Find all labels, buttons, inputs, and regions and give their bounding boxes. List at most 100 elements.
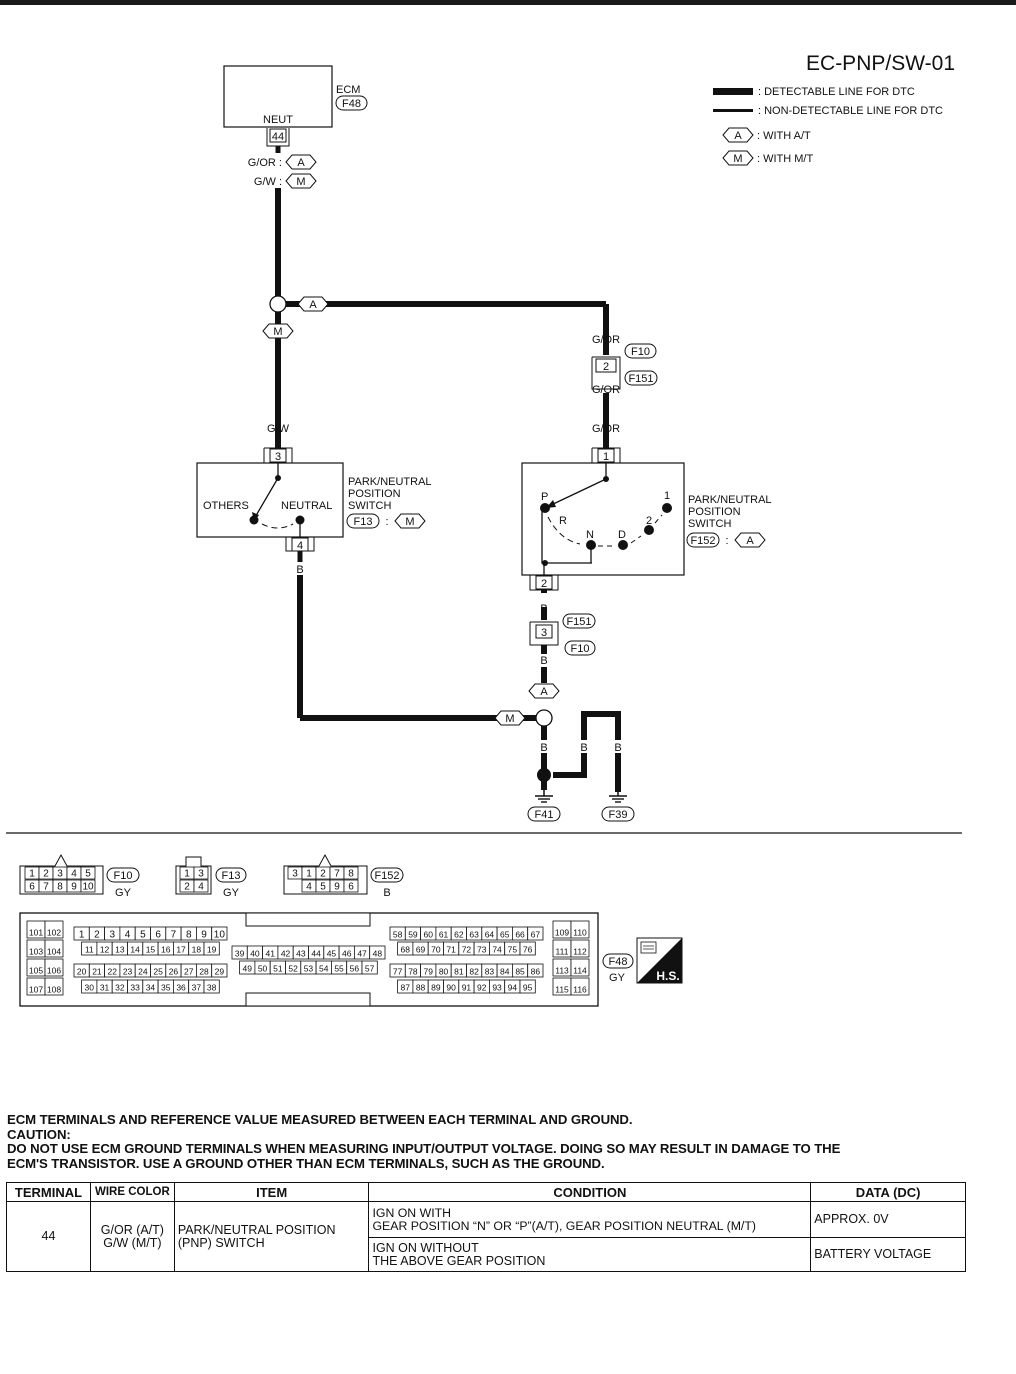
wire-color: G/OR [592, 384, 620, 396]
pin-number: 17 [176, 945, 186, 955]
pin-number: 82 [469, 967, 479, 977]
pin-number: 85 [515, 967, 525, 977]
mt-symbol: M [296, 176, 305, 188]
connector-f13: F13 [354, 516, 373, 528]
pin-number: 86 [531, 967, 541, 977]
switch-title: SWITCH [688, 518, 731, 530]
pin-cell [570, 920, 590, 939]
pin-number: 21 [92, 967, 102, 977]
ground-f41: F41 [527, 768, 561, 822]
legend-non-detectable: : NON-DETECTABLE LINE FOR DTC [758, 105, 943, 117]
header-wire-color: WIRE COLOR [89, 1182, 175, 1202]
pin-number: 27 [184, 967, 194, 977]
pin-number: 90 [446, 983, 456, 993]
wire-color: G/W [267, 423, 290, 435]
hs-frame [636, 937, 683, 984]
pin-number: 116 [573, 985, 587, 995]
pin-number: 7 [334, 869, 340, 880]
cell-condition: IGN ON WITHOUT THE ABOVE GEAR POSITION [368, 1237, 812, 1272]
pin-number: 102 [47, 928, 61, 938]
pin-number: 68 [401, 945, 411, 955]
wire-color-at: G/OR : [248, 157, 282, 169]
pin-number: 104 [47, 947, 61, 957]
pin-number: 107 [29, 985, 43, 995]
pin-number: 38 [207, 983, 217, 993]
pin-number: 55 [334, 964, 344, 974]
pin-number: 4 [297, 540, 303, 552]
pin-cell [570, 958, 590, 977]
pin-number: 71 [446, 945, 456, 955]
pin-number: 10 [214, 930, 226, 941]
pin-number: 52 [288, 964, 298, 974]
ecm-unit: ECM F48 NEUT 44 [223, 65, 368, 147]
pin-number: 31 [100, 983, 110, 993]
pin-number: 8 [186, 930, 192, 941]
mt-symbol: M [273, 326, 282, 338]
pin-cell [80, 879, 96, 893]
pin-number: 54 [319, 964, 329, 974]
pin-number: 111 [556, 947, 569, 957]
pin-number: 19 [207, 945, 217, 955]
wire-color: B [580, 742, 587, 754]
gear-position-2: 2 [646, 515, 652, 527]
pin-number: 40 [250, 949, 260, 959]
wire-color: B [540, 655, 547, 667]
pin-number: 20 [77, 967, 87, 977]
mt-symbol: M [505, 713, 514, 725]
header-condition: CONDITION [368, 1182, 812, 1202]
pin-number: 39 [235, 949, 245, 959]
pin-number: 11 [85, 945, 94, 955]
at-symbol: A [309, 299, 317, 311]
caption-line: ECM'S TRANSISTOR. USE A GROUND OTHER THA… [7, 1155, 605, 1171]
pin-number: 67 [531, 930, 541, 940]
pin-number: 95 [523, 983, 533, 993]
wire-color-line: G/OR (A/T) [100, 1222, 164, 1237]
pin-number: 2 [320, 869, 326, 880]
condition-line: IGN ON WITH [372, 1205, 452, 1220]
pin-number: 74 [492, 945, 502, 955]
pin-cell [80, 866, 96, 880]
pin-number: 24 [138, 967, 148, 977]
pin-number: 112 [573, 947, 587, 957]
pin-cell [44, 920, 64, 939]
ecm-connector-f48: F48 [342, 98, 361, 110]
pin-number: 49 [243, 964, 253, 974]
connector-f10: F10 [631, 346, 650, 358]
connector-name: F10 [114, 870, 133, 882]
gear-position-1: 1 [664, 490, 670, 502]
caption-line: DO NOT USE ECM GROUND TERMINALS WHEN MEA… [7, 1141, 841, 1156]
connector-tag [215, 867, 247, 883]
pin-cell [193, 879, 209, 893]
pin-number: 6 [348, 882, 354, 893]
pin-number: 114 [573, 966, 587, 976]
pin-number: 12 [100, 945, 110, 955]
pin-number: 1 [603, 451, 609, 463]
ecm-label: ECM [336, 84, 360, 96]
cell-item: PARK/NEUTRAL POSITION (PNP) SWITCH [173, 1201, 370, 1272]
pin-number: 14 [130, 945, 140, 955]
header-terminal: TERMINAL [6, 1182, 91, 1202]
pin-number: 62 [454, 930, 464, 940]
caption-line: ECM TERMINALS AND REFERENCE VALUE MEASUR… [7, 1112, 633, 1127]
pin-number: 51 [273, 964, 283, 974]
switch-title: POSITION [688, 506, 741, 518]
pin-number: 84 [500, 967, 510, 977]
at-symbol: A [746, 535, 754, 547]
wiring-diagram: EC-PNP/SW-01 : DETECTABLE LINE FOR DTC :… [6, 52, 962, 1007]
hs-label: H.S. [656, 969, 679, 983]
header-data: DATA (DC) [810, 1182, 966, 1202]
pin-cell [211, 926, 228, 941]
pin-number: 91 [462, 983, 472, 993]
pin-cell [570, 977, 590, 996]
pin-cell [343, 866, 359, 880]
pin-number: 61 [439, 930, 449, 940]
caption-block: ECM TERMINALS AND REFERENCE VALUE MEASUR… [7, 1112, 967, 1171]
gear-position-n: N [586, 529, 594, 541]
pin-number: 8 [57, 882, 63, 893]
ground-label-f39: F39 [609, 809, 628, 821]
connector-tag [370, 867, 404, 883]
legend-detectable: : DETECTABLE LINE FOR DTC [758, 86, 915, 98]
pin-cell [519, 979, 536, 994]
